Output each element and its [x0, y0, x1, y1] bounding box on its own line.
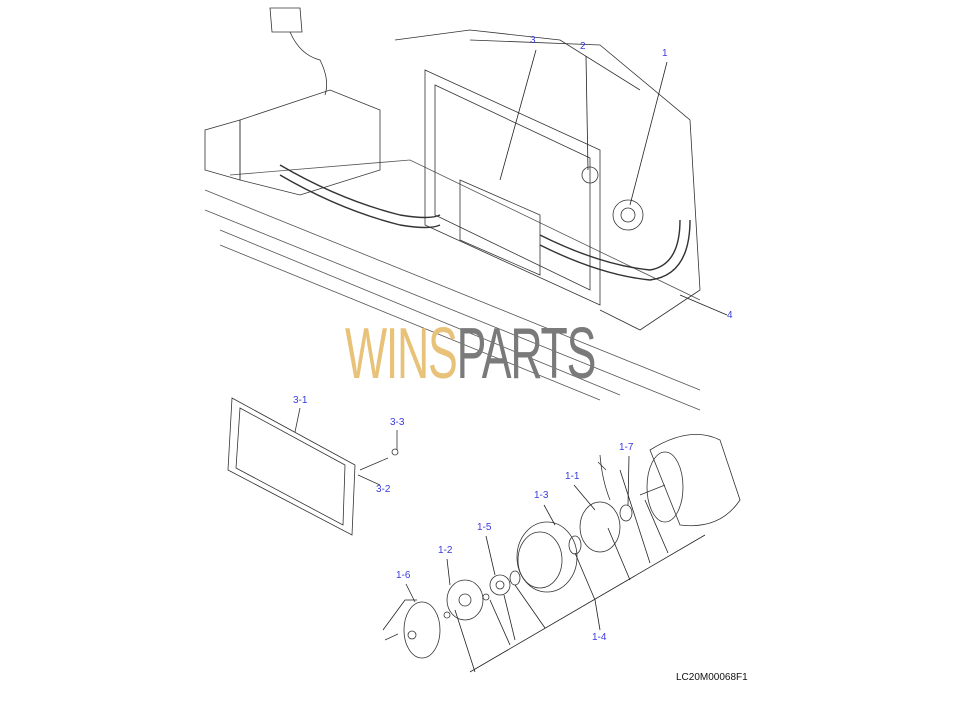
ac-hoses [279, 164, 691, 281]
callout-2: 2 [580, 41, 586, 52]
engine [469, 39, 701, 331]
callout-1-6: 1-6 [396, 570, 411, 581]
callout-1-5: 1-5 [477, 522, 492, 533]
hvac-unit [204, 7, 381, 196]
callout-3-2: 3-2 [376, 484, 391, 495]
drawing-code: LC20M00068F1 [676, 672, 748, 683]
watermark-part1: WINS [345, 314, 458, 394]
callout-1-1: 1-1 [565, 471, 580, 482]
watermark-part2: PARTS [456, 314, 597, 394]
callout-3: 3 [530, 35, 536, 46]
leader-lines-bottom [382, 455, 706, 673]
callout-3-1: 3-1 [293, 395, 308, 406]
callout-3-3: 3-3 [390, 417, 405, 428]
watermark: WINSPARTS [345, 318, 596, 390]
condenser-3-1 [227, 397, 399, 536]
callout-1-2: 1-2 [438, 545, 453, 556]
callout-1-4: 1-4 [592, 632, 607, 643]
callout-1-7: 1-7 [619, 442, 634, 453]
callout-4: 4 [727, 310, 733, 321]
callout-1: 1 [662, 48, 668, 59]
radiator-assembly [394, 29, 641, 306]
callout-1-3: 1-3 [534, 490, 549, 501]
leader-lines-top [499, 49, 728, 316]
